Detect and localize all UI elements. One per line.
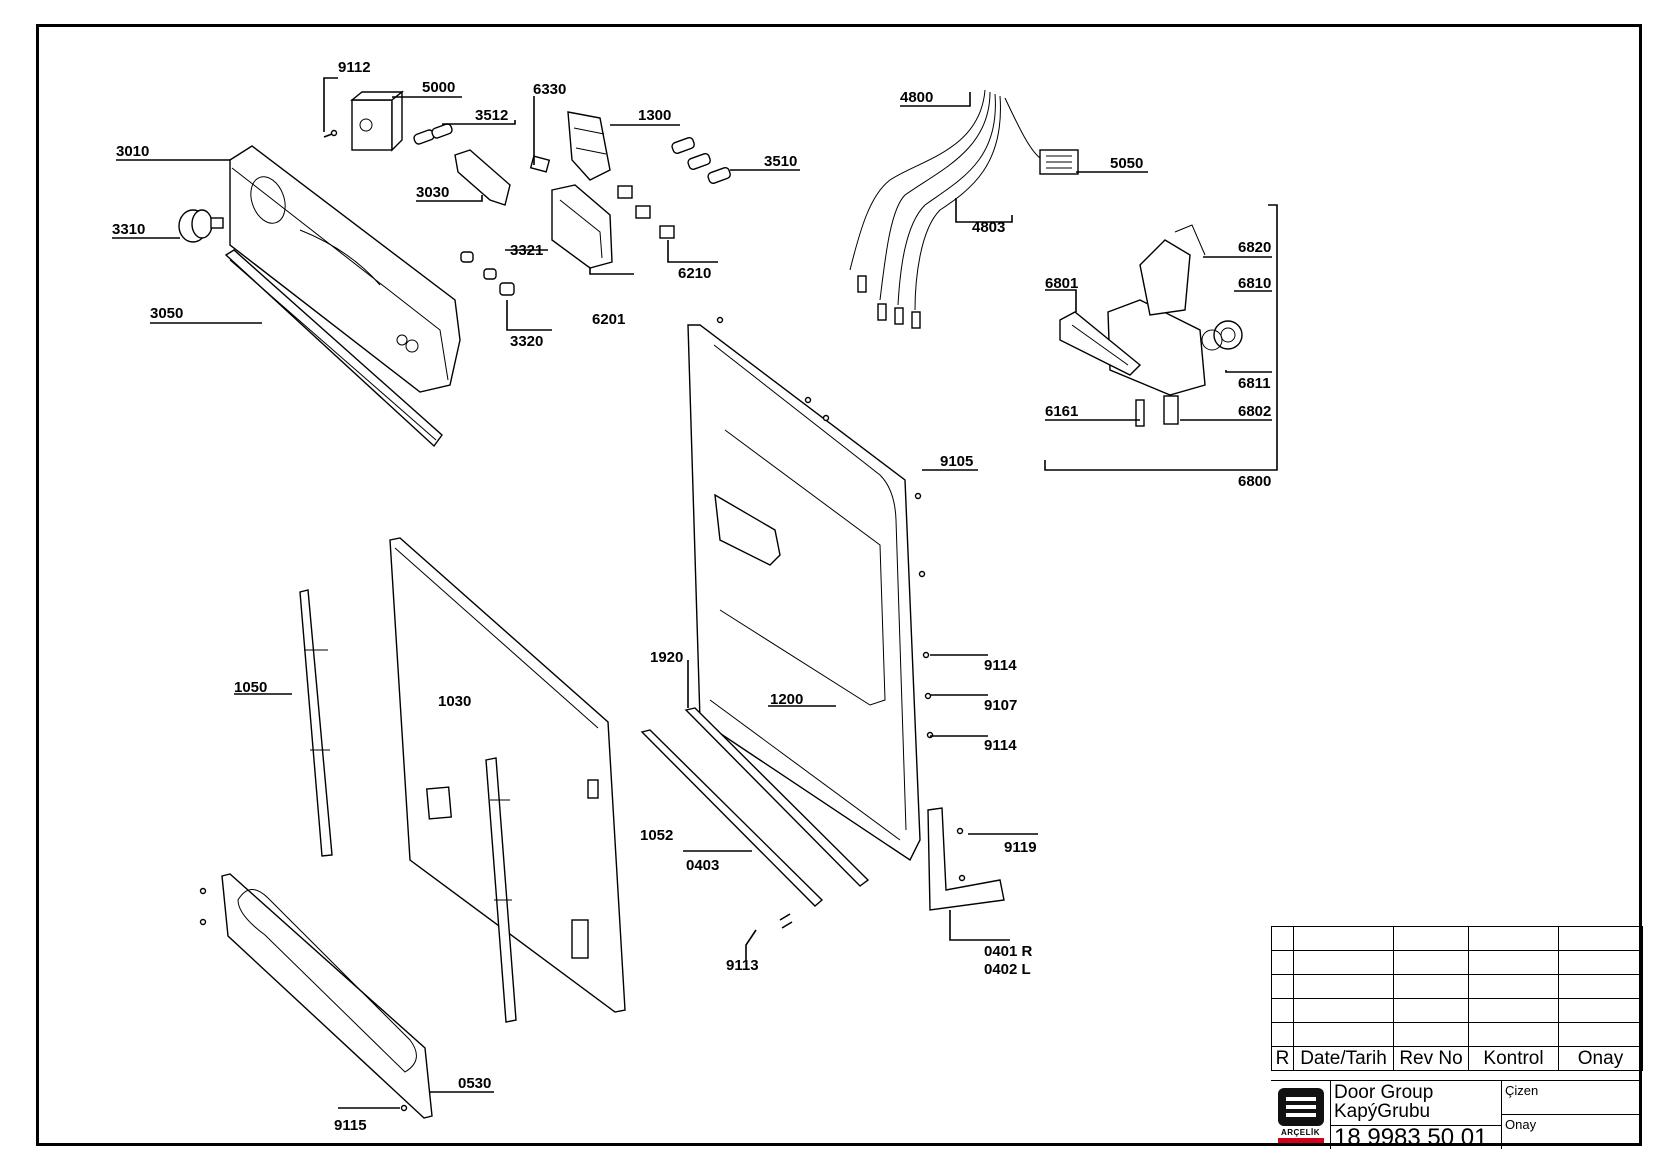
label-6210: 6210	[678, 265, 711, 282]
part-labels: 9112 5000 3512 6330 1300 3010 3510 3030 …	[112, 59, 1271, 1134]
label-4803: 4803	[972, 219, 1005, 236]
drawing-title-tr: KapýGrubu	[1334, 1101, 1431, 1122]
door-screws	[716, 316, 966, 882]
spacers-3510	[671, 136, 731, 184]
label-5000: 5000	[422, 79, 455, 96]
label-0402: 0402 L	[984, 961, 1031, 978]
revision-row	[1271, 926, 1643, 951]
revision-row	[1271, 950, 1643, 975]
header-onay: Onay	[1558, 1046, 1643, 1071]
label-9107: 9107	[984, 697, 1017, 714]
label-9114-lower: 9114	[984, 737, 1017, 754]
header-date: Date/Tarih	[1293, 1046, 1394, 1071]
label-3510: 3510	[764, 153, 797, 170]
outer-door-1030	[389, 537, 626, 1013]
dispenser-group-6800	[1044, 204, 1278, 471]
logo-wordmark: ARÇELİK	[1280, 1127, 1321, 1137]
label-6800: 6800	[1238, 473, 1271, 490]
label-9105: 9105	[940, 453, 973, 470]
label-6330: 6330	[533, 81, 566, 98]
drawn-by-field: Çizen	[1502, 1081, 1642, 1115]
drawing-title-en: Door Group	[1334, 1082, 1434, 1103]
inner-door-1200	[687, 324, 921, 862]
spacers-3512	[413, 123, 453, 145]
push-switches-6210	[617, 185, 675, 239]
label-0401: 0401 R	[984, 943, 1033, 960]
buttons-3321-3320	[460, 251, 515, 296]
label-3512: 3512	[475, 107, 508, 124]
label-3010: 3010	[116, 143, 149, 160]
bracket-3030	[454, 149, 511, 206]
label-1050: 1050	[234, 679, 267, 696]
company-logo: ARÇELİK	[1271, 1081, 1331, 1149]
label-9114-upper: 9114	[984, 657, 1017, 674]
hinge-0401-0402	[927, 807, 1005, 911]
label-3310: 3310	[112, 221, 145, 238]
label-9113: 9113	[726, 957, 759, 974]
leader-lines	[112, 77, 1272, 1109]
drawing-title: Door Group KapýGrubu	[1331, 1081, 1502, 1125]
label-6810: 6810	[1238, 275, 1271, 292]
lamp-holder-6330	[529, 155, 551, 173]
revision-row	[1271, 1022, 1643, 1047]
label-6811: 6811	[1238, 375, 1271, 392]
revision-row	[1271, 974, 1643, 999]
label-6820: 6820	[1238, 239, 1271, 256]
header-rev-no: Rev No	[1393, 1046, 1469, 1071]
label-1200: 1200	[770, 691, 803, 708]
label-3030: 3030	[416, 184, 449, 201]
revision-header: R Date/Tarih Rev No Kontrol Onay	[1271, 1046, 1643, 1071]
strip-1052	[640, 729, 824, 907]
screw-9112	[323, 129, 338, 138]
control-panel-3010	[229, 145, 461, 393]
label-1052: 1052	[640, 827, 673, 844]
drawing-number: 18 9983 50 01	[1331, 1125, 1502, 1150]
hinge-bar-right	[485, 757, 517, 1023]
label-3320: 3320	[510, 333, 543, 350]
label-1030: 1030	[438, 693, 471, 710]
clips-9113	[779, 913, 793, 929]
terminal-block-5050	[1039, 149, 1079, 175]
label-9115: 9115	[334, 1117, 367, 1134]
label-6161: 6161	[1045, 403, 1078, 420]
header-kontrol: Kontrol	[1468, 1046, 1559, 1071]
label-9112: 9112	[338, 59, 371, 76]
label-1920: 1920	[650, 649, 683, 666]
label-0530: 0530	[458, 1075, 491, 1092]
label-9119: 9119	[1004, 839, 1037, 856]
module-1300	[567, 111, 611, 181]
label-1300: 1300	[638, 107, 671, 124]
label-0403: 0403	[686, 857, 719, 874]
plinth-screws	[199, 887, 408, 1112]
switch-carrier-6201	[551, 184, 613, 269]
label-6801: 6801	[1045, 275, 1078, 292]
cable-harness-4800	[849, 89, 1041, 329]
switch-housing-5000	[350, 90, 404, 152]
approved-by-field: Onay	[1505, 1117, 1537, 1132]
hinge-bar-1050	[299, 589, 333, 857]
label-6802: 6802	[1238, 403, 1271, 420]
title-block: R Date/Tarih Rev No Kontrol Onay ARÇELİK…	[1271, 926, 1643, 1150]
drawing-frame	[36, 24, 1642, 1146]
plinth-0530	[221, 873, 433, 1119]
header-r: R	[1271, 1046, 1294, 1071]
logo-underline	[1277, 1137, 1324, 1143]
label-3321: 3321	[510, 242, 543, 259]
label-4800: 4800	[900, 89, 933, 106]
label-3050: 3050	[150, 305, 183, 322]
revision-table: R Date/Tarih Rev No Kontrol Onay	[1271, 926, 1643, 1071]
logo-icon	[1277, 1087, 1324, 1126]
label-6201: 6201	[592, 311, 625, 328]
label-5050: 5050	[1110, 155, 1143, 172]
profile-strip-3050	[224, 249, 443, 448]
seal-1920	[684, 707, 870, 887]
knob-3310	[178, 209, 224, 243]
title-block-info: ARÇELİK Door Group KapýGrubu 18 9983 50 …	[1271, 1080, 1642, 1150]
revision-row	[1271, 998, 1643, 1023]
